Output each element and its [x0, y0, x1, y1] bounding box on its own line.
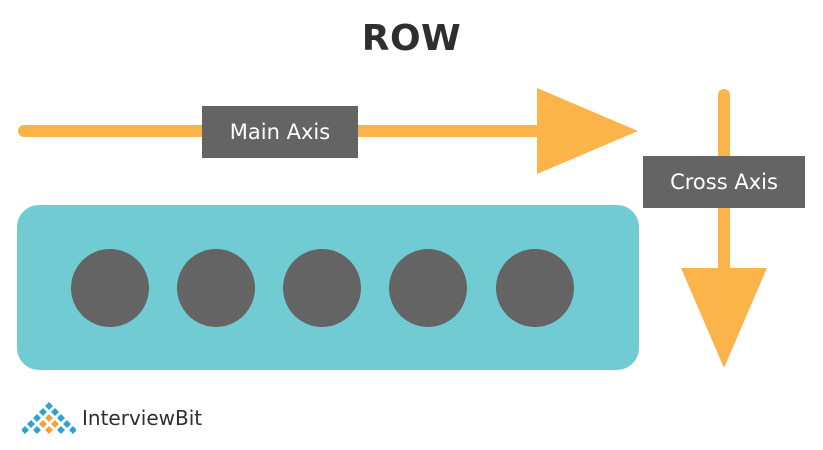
cross-axis-label: Cross Axis [643, 156, 805, 208]
cross-axis-arrowhead [681, 268, 767, 368]
flex-item [71, 249, 149, 327]
interviewbit-logo-icon [22, 402, 76, 434]
interviewbit-logo-text: InterviewBit [82, 406, 203, 430]
flex-item [177, 249, 255, 327]
flex-item [496, 249, 574, 327]
main-axis-label: Main Axis [202, 106, 358, 158]
flex-item [283, 249, 361, 327]
flex-item [389, 249, 467, 327]
interviewbit-logo: InterviewBit [22, 398, 202, 438]
main-axis-arrowhead [537, 88, 638, 174]
diagram-title: ROW [361, 18, 462, 59]
